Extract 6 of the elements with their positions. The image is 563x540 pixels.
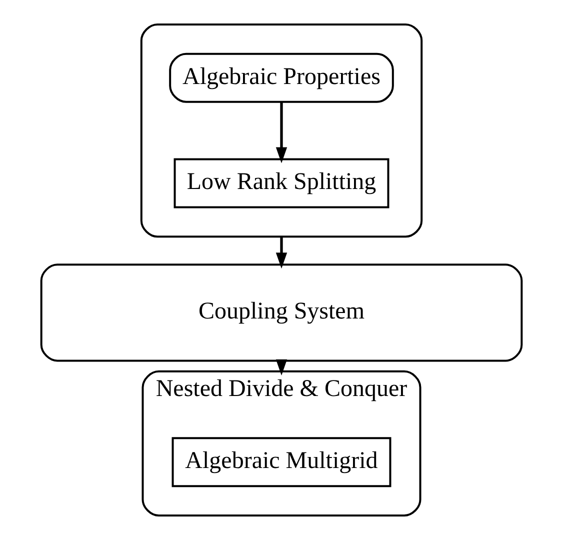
cluster xyxy=(140,24,423,238)
node-box: Low Rank Splitting xyxy=(174,158,390,208)
node-box: Algebraic Properties xyxy=(169,52,394,103)
node-box: Algebraic Multigrid xyxy=(172,437,392,488)
arrow xyxy=(276,236,288,269)
arrow xyxy=(276,102,288,164)
